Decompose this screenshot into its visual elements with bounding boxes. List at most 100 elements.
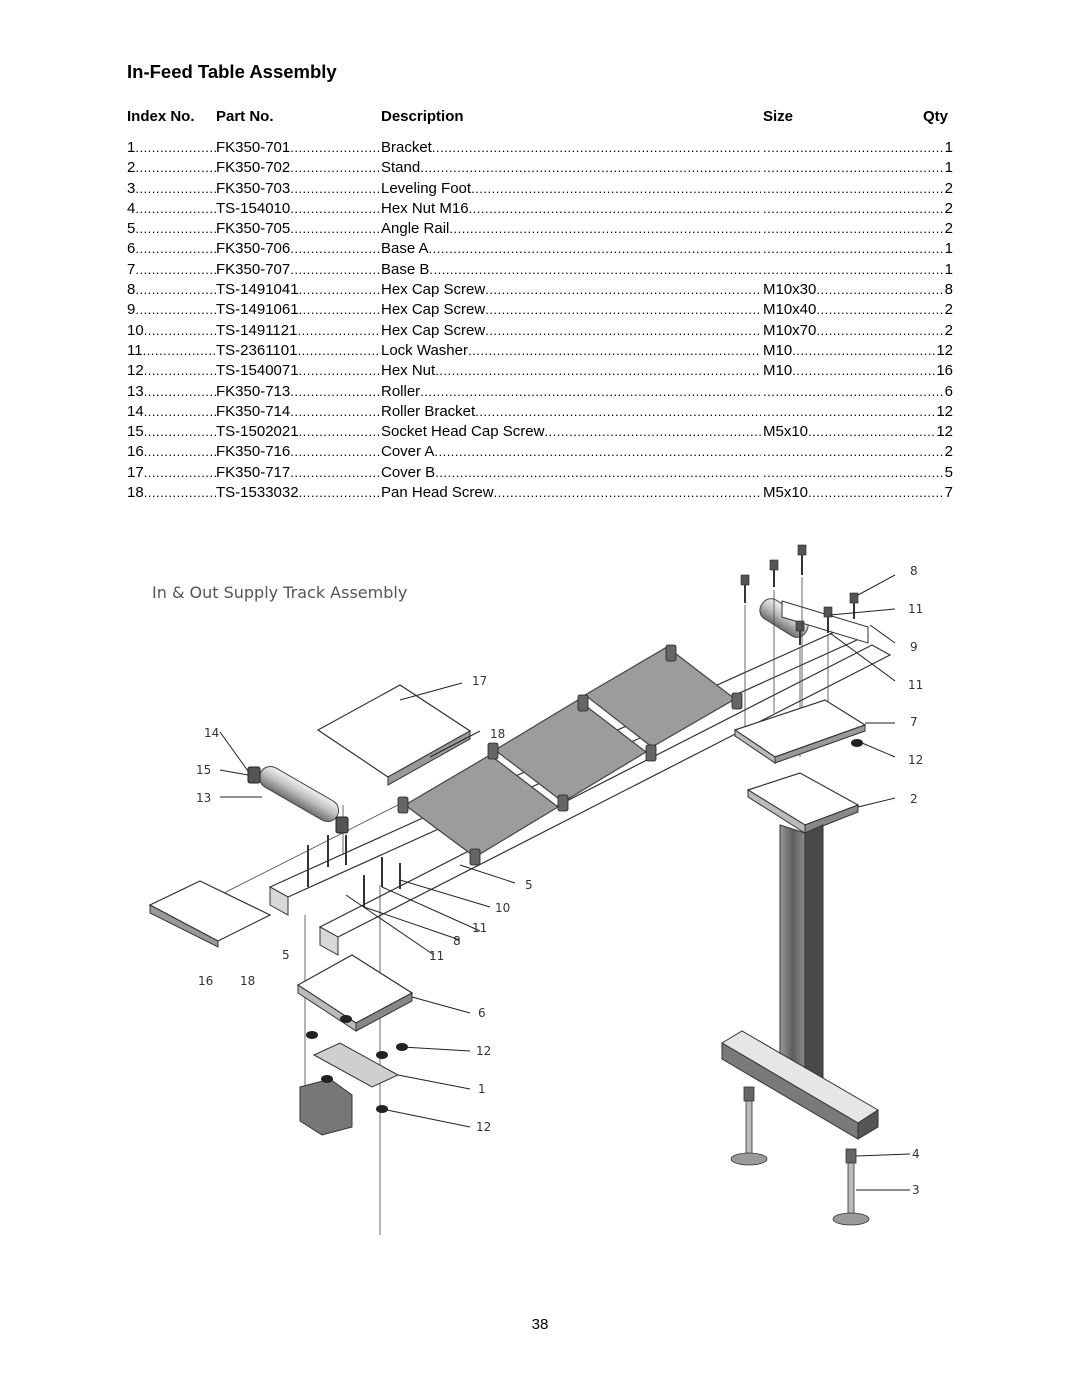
table-row: 6FK350-706Base A1 xyxy=(127,240,953,260)
part-number-cell-text: FK350-717 xyxy=(216,463,291,482)
index-cell-text: 14 xyxy=(127,402,144,421)
description-cell-text: Hex Cap Screw xyxy=(381,321,486,340)
part-number-cell: FK350-713 xyxy=(216,382,381,401)
qty-cell: 12 xyxy=(913,402,953,421)
callout-label: 11 xyxy=(908,678,923,692)
index-cell-text: 2 xyxy=(127,159,136,178)
dot-leader xyxy=(135,200,216,218)
index-cell: 9 xyxy=(127,301,216,320)
description-cell: Lock Washer xyxy=(381,341,761,360)
index-cell: 13 xyxy=(127,382,216,401)
index-cell: 1 xyxy=(127,139,216,157)
callout-label: 1 xyxy=(478,1082,486,1096)
part-number-cell: TS-154010 xyxy=(216,199,381,218)
dot-leader xyxy=(135,139,216,157)
dot-leader xyxy=(494,484,761,502)
size-cell-text: M5x10 xyxy=(763,423,809,442)
table-row: 14FK350-714Roller Bracket12 xyxy=(127,402,953,423)
callout-label: 15 xyxy=(196,763,211,777)
part-number-cell: FK350-702 xyxy=(216,159,381,178)
callout-label: 5 xyxy=(282,948,290,962)
part-number-cell: FK350-707 xyxy=(216,260,381,279)
part-number-cell-text: TS-1491121 xyxy=(216,321,298,340)
description-cell-text: Hex Nut M16 xyxy=(381,199,469,218)
description-cell: Angle Rail xyxy=(381,220,761,239)
qty-cell-text: 5 xyxy=(944,463,953,482)
index-cell-text: 18 xyxy=(127,484,144,503)
callout-label: 5 xyxy=(525,878,533,892)
qty-cell-text: 1 xyxy=(944,139,953,157)
part-number-cell-text: TS-1533032 xyxy=(216,484,299,503)
part-number-cell-text: TS-1491041 xyxy=(216,281,299,300)
page-number: 38 xyxy=(531,1316,549,1333)
callout-label: 12 xyxy=(908,753,923,767)
description-cell-text: Pan Head Screw xyxy=(381,484,494,503)
callout-label: 3 xyxy=(912,1183,920,1197)
index-cell-text: 1 xyxy=(127,139,136,157)
part-number-cell-text: FK350-705 xyxy=(216,220,291,239)
qty-cell-text: 12 xyxy=(936,341,953,360)
column-header-size: Size xyxy=(763,108,794,125)
table-row: 2FK350-702Stand1 xyxy=(127,159,953,179)
table-row: 4TS-154010Hex Nut M162 xyxy=(127,199,953,220)
description-cell-text: Bracket xyxy=(381,139,432,157)
description-cell: Hex Nut xyxy=(381,362,761,381)
qty-cell: 1 xyxy=(913,260,953,279)
qty-cell: 2 xyxy=(913,220,953,239)
qty-cell: 2 xyxy=(913,179,953,198)
description-cell: Roller xyxy=(381,382,761,401)
part-number-cell-text: FK350-701 xyxy=(216,139,291,157)
description-cell: Socket Head Cap Screw xyxy=(381,423,761,442)
part-number-cell: FK350-716 xyxy=(216,443,381,462)
dot-leader xyxy=(544,423,761,441)
qty-cell-text: 16 xyxy=(936,362,953,381)
dot-leader xyxy=(449,220,761,238)
part-number-cell: TS-1502021 xyxy=(216,423,381,442)
dot-leader xyxy=(299,281,381,299)
dot-leader xyxy=(135,281,216,299)
description-cell-text: Hex Cap Screw xyxy=(381,281,486,300)
dot-leader xyxy=(485,322,761,340)
index-cell-text: 6 xyxy=(127,240,136,259)
description-cell-text: Base B xyxy=(381,260,430,279)
table-row: 13FK350-713Roller6 xyxy=(127,382,953,403)
index-cell: 3 xyxy=(127,179,216,198)
qty-cell-text: 2 xyxy=(944,321,953,340)
dot-leader xyxy=(135,180,216,198)
table-row: 18TS-1533032Pan Head ScrewM5x107 xyxy=(127,484,953,504)
index-cell-text: 5 xyxy=(127,220,136,239)
part-number-cell: FK350-701 xyxy=(216,139,381,157)
qty-cell: 2 xyxy=(913,301,953,320)
table-row: 17FK350-717Cover B5 xyxy=(127,463,953,484)
index-cell-text: 10 xyxy=(127,321,144,340)
dot-leader xyxy=(429,261,761,279)
dot-leader xyxy=(290,403,381,421)
callout-label: 8 xyxy=(910,564,918,578)
dot-leader xyxy=(144,383,216,401)
dot-leader xyxy=(144,403,216,421)
dot-leader xyxy=(469,200,761,218)
qty-cell-text: 8 xyxy=(944,281,953,300)
description-cell: Cover A xyxy=(381,443,761,462)
description-cell-text: Leveling Foot xyxy=(381,179,472,198)
size-cell-text: M10 xyxy=(763,362,793,381)
table-row: 7FK350-707Base B 1 xyxy=(127,260,953,281)
size-cell: M5x10 xyxy=(763,484,943,503)
description-cell: Roller Bracket xyxy=(381,402,761,421)
table-row: 11TS-2361101Lock WasherM1012 xyxy=(127,341,953,362)
callout-label: 13 xyxy=(196,791,211,805)
description-cell: Hex Cap Screw xyxy=(381,301,761,320)
part-number-cell-text: FK350-703 xyxy=(216,179,291,198)
page-title: In-Feed Table Assembly xyxy=(127,61,337,82)
dot-leader xyxy=(143,342,216,360)
description-cell-text: Hex Nut xyxy=(381,362,436,381)
parts-list: 1FK350-701Bracket12FK350-702Stand13FK350… xyxy=(127,139,953,504)
part-number-cell: FK350-706 xyxy=(216,240,381,259)
index-cell: 7 xyxy=(127,260,216,279)
qty-cell-text: 2 xyxy=(944,301,953,320)
dot-leader xyxy=(471,180,761,198)
part-number-cell-text: FK350-713 xyxy=(216,382,291,401)
size-cell: M10x40 xyxy=(763,301,943,320)
column-header-qty: Qty xyxy=(923,108,949,125)
index-cell: 6 xyxy=(127,240,216,259)
